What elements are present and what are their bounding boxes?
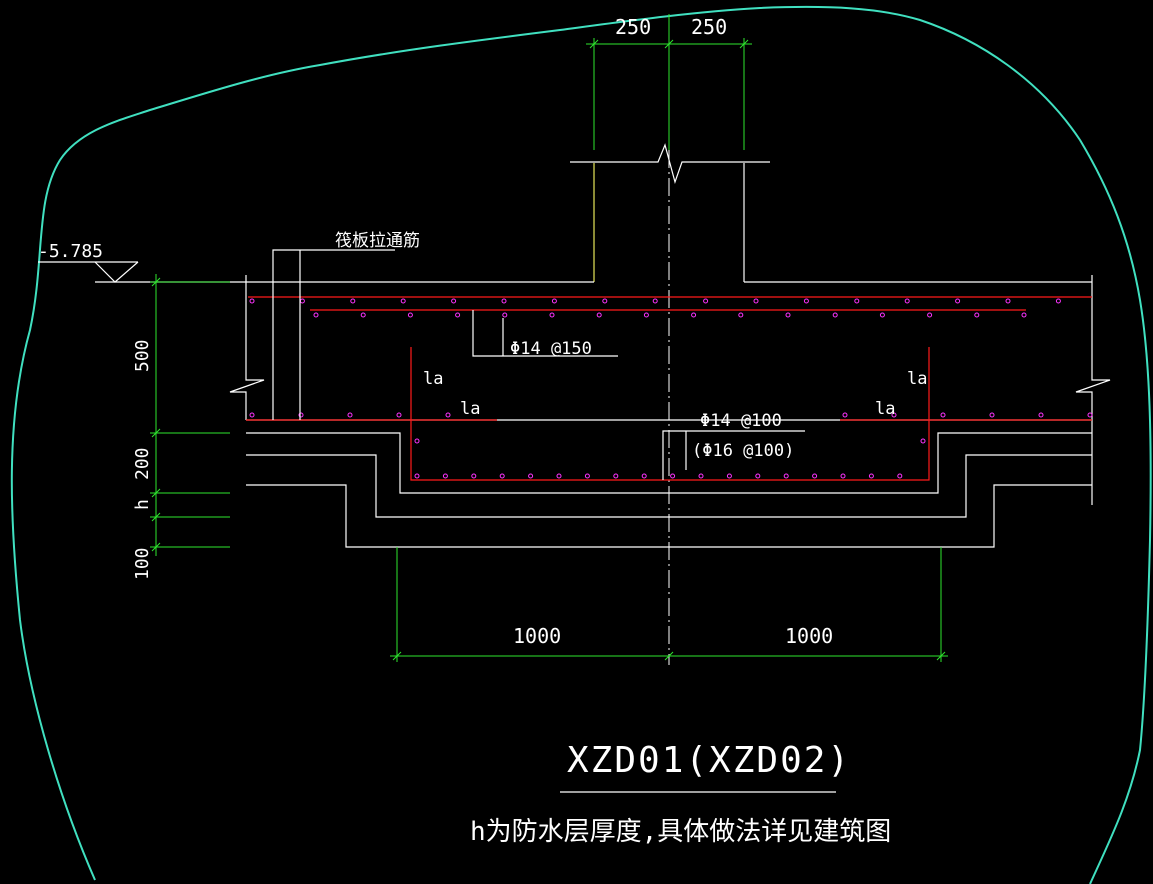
rebar-dot bbox=[955, 298, 961, 304]
rebar-dot bbox=[442, 473, 448, 479]
rebar-dot bbox=[920, 438, 926, 444]
anchor-la-1: la bbox=[423, 369, 443, 389]
rebar-dot bbox=[360, 312, 366, 318]
rebar-dot bbox=[407, 312, 413, 318]
rebar-dot bbox=[974, 312, 980, 318]
drawing-note: h为防水层厚度,具体做法详见建筑图 bbox=[470, 817, 891, 847]
rebar-dot bbox=[643, 312, 649, 318]
rebar-dot bbox=[596, 312, 602, 318]
dim-left-h: h bbox=[132, 499, 153, 510]
rebar-dot bbox=[313, 312, 319, 318]
rebar-dot bbox=[803, 298, 809, 304]
rebar-dot bbox=[698, 473, 704, 479]
rebar-dot bbox=[249, 412, 255, 418]
dim-bottom-right: 1000 bbox=[785, 624, 833, 648]
top-bar-label: Φ14 @150 bbox=[510, 339, 592, 359]
rebar-dot bbox=[499, 473, 505, 479]
rebar-dot bbox=[812, 473, 818, 479]
rebar-dot bbox=[249, 298, 255, 304]
rebar-dot bbox=[940, 412, 946, 418]
rebar-dot bbox=[641, 473, 647, 479]
rebar-dot bbox=[840, 473, 846, 479]
rebar-dot bbox=[842, 412, 848, 418]
rebar-dot bbox=[347, 412, 353, 418]
rebar-dot bbox=[753, 298, 759, 304]
rebar-lines bbox=[246, 296, 1092, 481]
rebar-dot bbox=[549, 312, 555, 318]
rebar-dot bbox=[703, 298, 709, 304]
leader-lines bbox=[272, 249, 805, 480]
bottom-dimension bbox=[390, 547, 948, 662]
rebar-dot bbox=[868, 473, 874, 479]
rebar-dot bbox=[396, 412, 402, 418]
rebar-dot bbox=[298, 412, 304, 418]
rebar-dot bbox=[451, 298, 457, 304]
rebar-dot bbox=[726, 473, 732, 479]
anchor-la-4: la bbox=[875, 399, 895, 419]
rebar-dot bbox=[584, 473, 590, 479]
rebar-dot bbox=[652, 298, 658, 304]
rebar-dot bbox=[445, 412, 451, 418]
dim-left-500: 500 bbox=[132, 339, 153, 372]
rebar-dot bbox=[414, 473, 420, 479]
rebar-dot bbox=[350, 298, 356, 304]
rebar-dot bbox=[989, 412, 995, 418]
rebar-dot bbox=[1021, 312, 1027, 318]
rebar-dot bbox=[528, 473, 534, 479]
column-section bbox=[570, 143, 770, 282]
drawing-title: XZD01(XZD02) bbox=[567, 740, 851, 781]
rebar-dot bbox=[879, 312, 885, 318]
elevation-label: -5.785 bbox=[38, 241, 103, 262]
through-bar-label: 筏板拉通筋 bbox=[335, 231, 420, 251]
rebar-dots bbox=[249, 298, 1093, 479]
rebar-dot bbox=[1087, 412, 1093, 418]
rebar-dot bbox=[613, 473, 619, 479]
rebar-dot bbox=[691, 312, 697, 318]
elevation-marker bbox=[38, 261, 246, 283]
rebar-dot bbox=[551, 298, 557, 304]
rebar-dot bbox=[299, 298, 305, 304]
rebar-dot bbox=[785, 312, 791, 318]
rebar-dot bbox=[927, 312, 933, 318]
dim-top-left: 250 bbox=[615, 15, 651, 39]
dim-top-right: 250 bbox=[691, 15, 727, 39]
top-dimension bbox=[586, 14, 752, 150]
anchor-la-2: la bbox=[460, 399, 480, 419]
rebar-dot bbox=[501, 298, 507, 304]
rebar-dot bbox=[602, 298, 608, 304]
rebar-dot bbox=[832, 312, 838, 318]
rebar-dot bbox=[414, 438, 420, 444]
rebar-dot bbox=[1038, 412, 1044, 418]
dim-bottom-left: 1000 bbox=[513, 624, 561, 648]
rebar-dot bbox=[1005, 298, 1011, 304]
left-dimension bbox=[150, 274, 230, 556]
rebar-dot bbox=[556, 473, 562, 479]
rebar-dot bbox=[502, 312, 508, 318]
rebar-dot bbox=[755, 473, 761, 479]
rebar-dot bbox=[897, 473, 903, 479]
rebar-dot bbox=[854, 298, 860, 304]
revision-cloud-outline bbox=[10, 5, 1152, 884]
rebar-dot bbox=[738, 312, 744, 318]
rebar-dot bbox=[455, 312, 461, 318]
rebar-dot bbox=[904, 298, 910, 304]
rebar-dot bbox=[471, 473, 477, 479]
anchor-la-3: la bbox=[907, 369, 927, 389]
rebar-dot bbox=[1055, 298, 1061, 304]
dim-left-100: 100 bbox=[132, 547, 153, 580]
bottom-bar-label-2: (Φ16 @100) bbox=[692, 441, 794, 461]
rebar-dot bbox=[891, 412, 897, 418]
rebar-dot bbox=[783, 473, 789, 479]
rebar-dot bbox=[670, 473, 676, 479]
bottom-bar-label-1: Φ14 @100 bbox=[700, 411, 782, 431]
raft-slab bbox=[229, 275, 1111, 548]
dim-left-200: 200 bbox=[132, 447, 153, 480]
rebar-dot bbox=[400, 298, 406, 304]
